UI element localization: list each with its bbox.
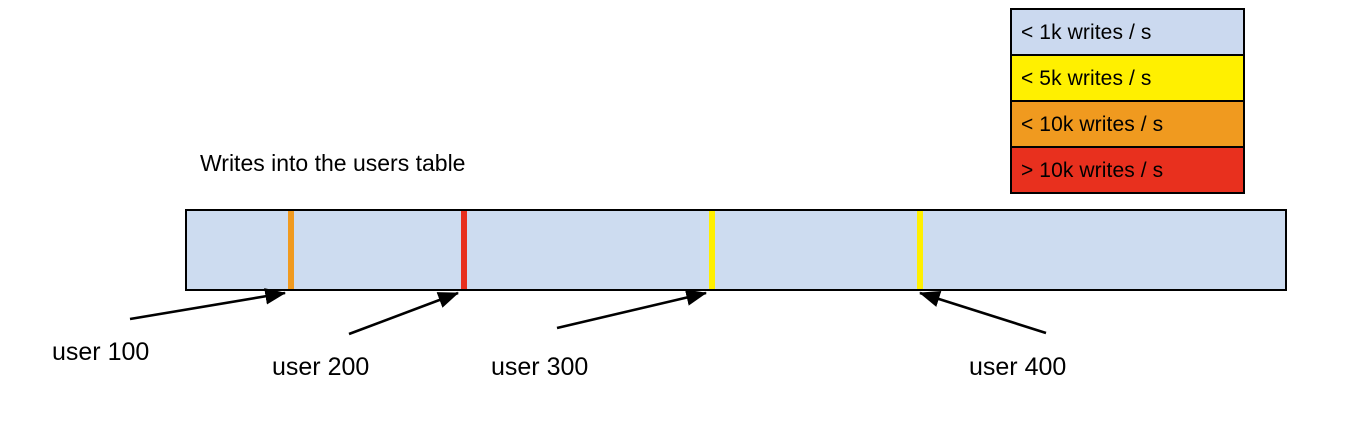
- legend-label-lt-1k: < 1k writes / s: [1021, 20, 1152, 44]
- marker-user-200: [461, 211, 467, 289]
- users-table-keyspace-band: [185, 209, 1287, 291]
- marker-user-100: [288, 211, 294, 289]
- callout-label-user-100: user 100: [52, 338, 150, 366]
- callout-label-user-300: user 300: [491, 353, 589, 381]
- chart-title: Writes into the users table: [200, 150, 466, 176]
- marker-user-300: [709, 211, 715, 289]
- callout-label-user-200: user 200: [272, 353, 370, 381]
- legend-label-lt-5k: < 5k writes / s: [1021, 66, 1152, 90]
- callout-arrow-user-300: [556, 289, 708, 330]
- marker-user-400: [917, 211, 923, 289]
- writes-rate-legend: < 1k writes / s < 5k writes / s < 10k wr…: [1010, 8, 1245, 194]
- callout-arrow-user-100: [129, 288, 287, 321]
- legend-row-lt-10k: < 10k writes / s: [1012, 102, 1243, 148]
- legend-label-gt-10k: > 10k writes / s: [1021, 158, 1164, 182]
- legend-row-gt-10k: > 10k writes / s: [1012, 148, 1243, 192]
- legend-label-lt-10k: < 10k writes / s: [1021, 112, 1164, 136]
- callout-arrow-user-200: [348, 291, 459, 336]
- callout-arrow-user-400: [919, 291, 1047, 335]
- legend-row-lt-5k: < 5k writes / s: [1012, 56, 1243, 102]
- callout-label-user-400: user 400: [969, 353, 1067, 381]
- legend-row-lt-1k: < 1k writes / s: [1012, 10, 1243, 56]
